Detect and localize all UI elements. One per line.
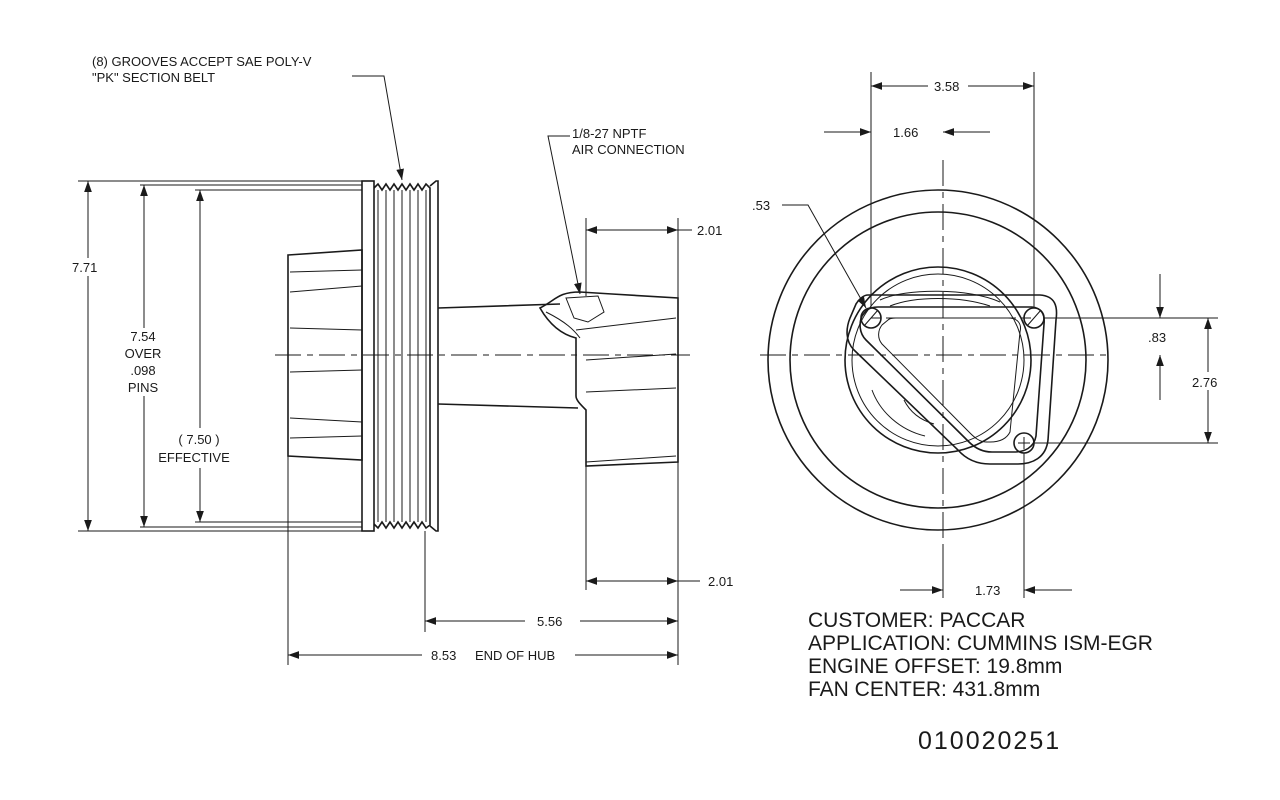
end-of-hub-label: END OF HUB bbox=[475, 648, 555, 663]
dim-2-76: 2.76 bbox=[1192, 375, 1217, 390]
grooves-note-line1: (8) GROOVES ACCEPT SAE POLY-V bbox=[92, 54, 312, 69]
dim-effective-value: ( 7.50 ) bbox=[178, 432, 219, 447]
pulley-rim bbox=[361, 180, 375, 532]
application-label: APPLICATION: CUMMINS ISM-EGR bbox=[808, 632, 1153, 655]
side-view: (8) GROOVES ACCEPT SAE POLY-V "PK" SECTI… bbox=[70, 54, 733, 665]
pulley-outer-circle bbox=[767, 189, 1109, 531]
hole-diameter-leader bbox=[782, 204, 867, 309]
dim-over-pins-pins: PINS bbox=[128, 380, 159, 395]
customer-label: CUSTOMER: PACCAR bbox=[808, 609, 1025, 632]
dim-0-83: .83 bbox=[1148, 330, 1166, 345]
dim-3-58: 3.58 bbox=[934, 79, 959, 94]
part-number: 010020251 bbox=[918, 727, 1061, 755]
pulley-back-flange bbox=[429, 180, 439, 532]
air-inlet-flange bbox=[846, 294, 1058, 465]
engine-offset-label: ENGINE OFFSET: 19.8mm bbox=[808, 655, 1062, 678]
rear-hub bbox=[538, 291, 679, 467]
dim-over-pins-size: .098 bbox=[130, 363, 155, 378]
dim-effective-label: EFFECTIVE bbox=[158, 450, 230, 465]
air-connection-note-line2: AIR CONNECTION bbox=[572, 142, 685, 157]
grooves-leader bbox=[352, 75, 404, 181]
end-view: 3.58 1.66 .53 .83 2.76 1.73 bbox=[752, 72, 1224, 598]
pulley-inner-circle bbox=[789, 211, 1087, 509]
grooves-note-line2: "PK" SECTION BELT bbox=[92, 70, 215, 85]
dim-1-66: 1.66 bbox=[893, 125, 918, 140]
dim-rear-hub-top: 2.01 bbox=[697, 223, 722, 238]
air-connection-note-line1: 1/8-27 NPTF bbox=[572, 126, 646, 141]
dim-overall-diameter: 7.71 bbox=[72, 260, 97, 275]
shaft bbox=[437, 303, 579, 409]
pulley-grooves bbox=[373, 182, 431, 530]
dim-5-56: 5.56 bbox=[537, 614, 562, 629]
info-block: CUSTOMER: PACCAR APPLICATION: CUMMINS IS… bbox=[808, 609, 1153, 755]
dim-over-pins-over: OVER bbox=[125, 346, 162, 361]
hub-circle bbox=[844, 266, 1032, 454]
fan-center-label: FAN CENTER: 431.8mm bbox=[808, 678, 1040, 701]
air-connection-leader bbox=[547, 135, 582, 295]
dim-rear-hub-bottom: 2.01 bbox=[708, 574, 733, 589]
dim-over-pins-value: 7.54 bbox=[130, 329, 155, 344]
dim-1-73: 1.73 bbox=[975, 583, 1000, 598]
dim-8-53: 8.53 bbox=[431, 648, 456, 663]
dim-hole-diameter: .53 bbox=[752, 198, 770, 213]
